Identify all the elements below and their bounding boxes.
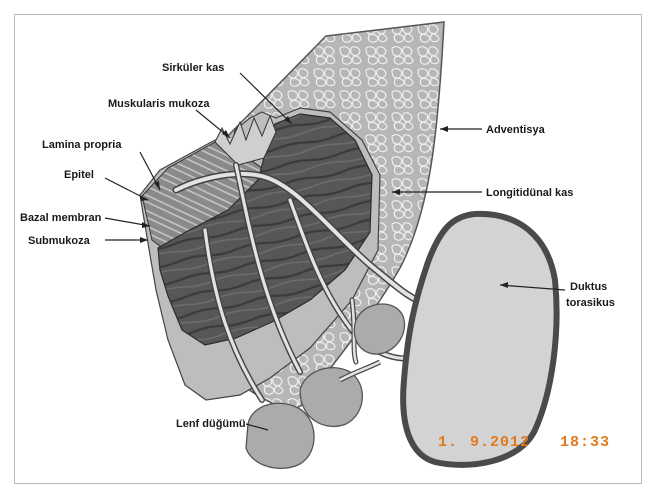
- timestamp-time: 18:33: [560, 434, 610, 451]
- label-torasikus: torasikus: [566, 297, 615, 309]
- label-sirkuler-kas: Sirküler kas: [162, 62, 224, 74]
- lymph-node-lower: [246, 403, 314, 468]
- label-epitel: Epitel: [64, 169, 94, 181]
- timestamp-prefix: 1.: [438, 434, 458, 451]
- label-bazal-membran: Bazal membran: [20, 212, 102, 224]
- label-adventisya: Adventisya: [486, 124, 546, 136]
- label-lenf-dugumu: Lenf düğümü: [176, 418, 246, 430]
- label-longitudinal-kas: Longitidünal kas: [486, 187, 573, 199]
- thoracic-duct: [403, 214, 556, 465]
- label-duktus: Duktus: [570, 281, 607, 293]
- label-submukoza: Submukoza: [28, 235, 91, 247]
- lymph-node-upper: [354, 304, 404, 354]
- lymph-node-middle: [300, 368, 362, 427]
- timestamp-date: 9.2012: [470, 434, 530, 451]
- label-muskularis-mukoza: Muskularis mukoza: [108, 98, 210, 110]
- label-lamina-propria: Lamina propria: [42, 139, 122, 151]
